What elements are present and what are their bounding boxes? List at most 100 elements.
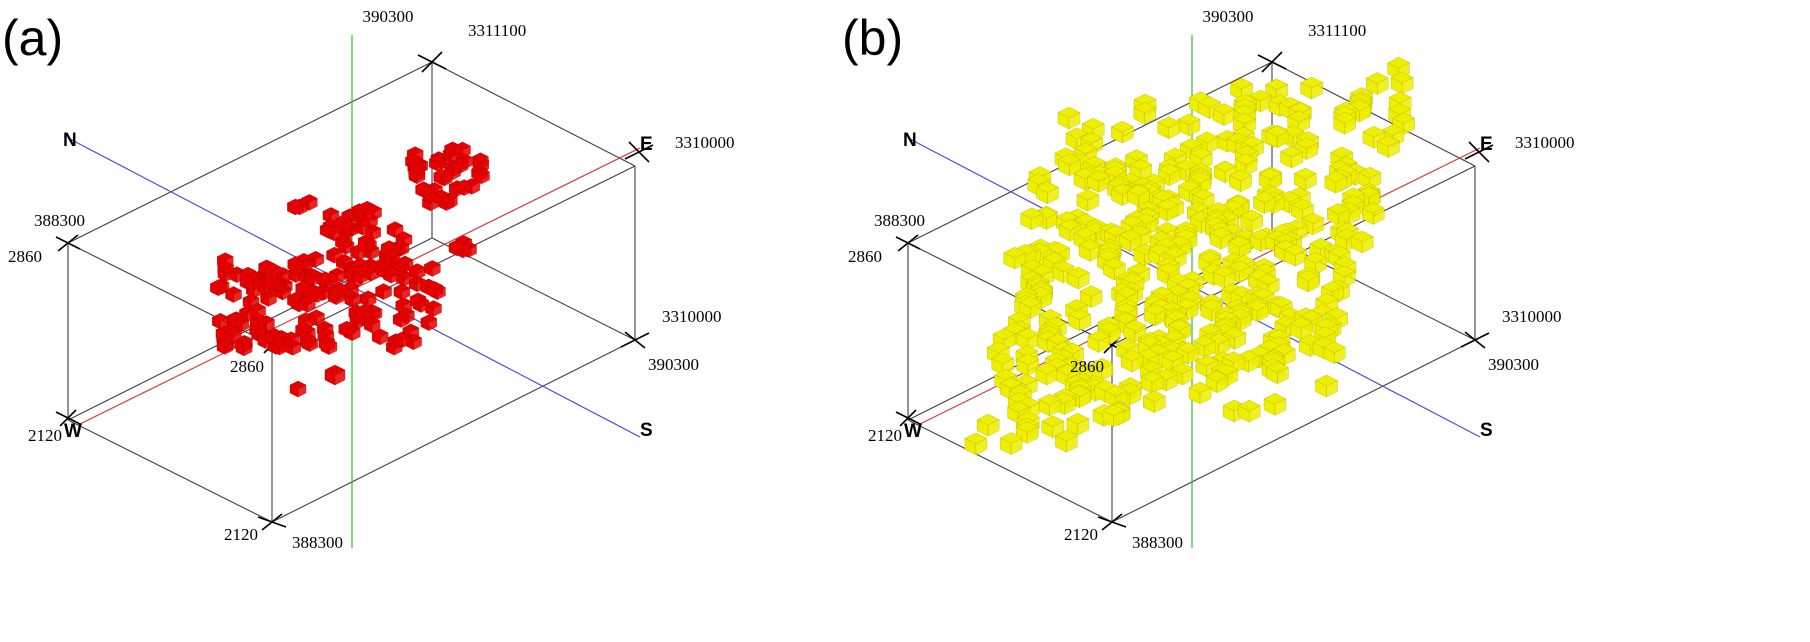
voxel-154 [322,218,340,236]
direction-north: N [63,130,77,151]
voxel-410 [1102,404,1126,428]
voxel-404 [1237,399,1261,423]
tick-label-center-z: 2860 [1070,357,1104,376]
tick-label-left-z-bottom: 2120 [28,426,62,445]
voxel-231 [1296,269,1320,293]
tick-label-top-x: 390300 [1203,7,1254,26]
corner-marker-b [1261,51,1283,73]
box-edge [67,61,433,244]
voxel-105 [298,296,316,313]
panel-label-b: (b) [842,10,903,66]
voxel-67 [295,280,313,297]
corner-marker-b [1464,331,1486,349]
voxel-305 [1123,319,1147,343]
box-edge [67,419,273,523]
voxel-40 [395,270,413,287]
voxel-179 [1350,230,1374,254]
voxel-152 [352,267,370,285]
voxel-33 [1177,113,1201,137]
voxel-30 [1333,112,1357,135]
voxel-157 [328,267,346,285]
voxel-118 [217,265,235,282]
tick-label-left-z-bottom: 2120 [868,426,902,445]
voxel-187 [455,179,473,196]
voxel-61 [356,303,374,321]
box-edge [907,419,1113,523]
corner-marker-b [624,331,646,349]
voxel-336 [1322,341,1346,365]
voxel-74 [1213,160,1237,184]
box-edge [271,339,636,523]
voxel-93 [1324,171,1348,194]
voxel-417 [1054,430,1078,453]
voxel-24 [1212,103,1236,126]
voxel-189 [408,164,426,182]
box-edge [431,61,636,167]
corner-marker-b [57,234,79,252]
voxel-412 [1066,412,1090,436]
voxel-84 [392,311,410,328]
voxel-78 [338,320,356,338]
voxel-153 [365,204,383,221]
voxel-91 [409,292,427,310]
voxel-28 [1057,106,1081,130]
voxel-133 [1361,202,1385,225]
voxel-83 [309,286,326,303]
voxel-79 [295,253,313,270]
tick-label-right-y-top: 3310000 [675,133,735,152]
voxel-116 [1076,189,1100,212]
voxel-54 [234,336,252,353]
corner-marker-b [1468,141,1490,163]
direction-east: E [1480,134,1493,155]
voxel-114 [249,302,267,320]
tick-label-top-y: 3311100 [468,21,526,40]
voxel-34 [1157,116,1181,140]
voxel-413 [976,413,1000,437]
voxel-iso [289,380,307,398]
tick-label-top-y: 3311100 [1308,21,1366,40]
corner-marker-b [628,141,650,163]
voxel-401 [1038,393,1061,417]
corner-marker-b [261,513,283,531]
tick-label-right-y-bottom: 3310000 [1502,307,1562,326]
voxel-74 [393,283,411,301]
voxel-82 [363,316,381,334]
voxel-287 [1068,308,1092,332]
voxel-119 [228,311,245,328]
voxel-142 [1240,209,1264,233]
voxel-321 [1087,330,1111,353]
voxel-140 [335,214,353,231]
voxel-75 [308,309,325,327]
voxel-126 [326,246,343,264]
direction-east: E [640,134,653,155]
panel-b: 3903003311100331000038830028603310000390… [842,7,1575,552]
tick-label-right-x-bottom: 390300 [648,355,699,374]
voxel-70 [225,327,242,344]
panel-a: 3903003311100331000038830028603310000390… [2,7,735,552]
corner-marker-b [1101,513,1123,531]
voxel-147 [334,233,352,251]
voxel-87 [1293,167,1317,191]
box-edge [271,165,636,346]
voxel-202 [263,274,281,291]
voxel-200 [264,263,282,280]
corner-marker-b [421,51,443,73]
voxel-104 [211,313,229,330]
tick-label-right-y-bottom: 3310000 [662,307,722,326]
direction-north: N [903,130,917,151]
voxel-66 [425,300,442,317]
voxel-390 [1188,381,1212,405]
voxel-418 [999,432,1023,455]
box-edge [1111,339,1476,523]
voxel-41 [1265,125,1289,149]
voxel-96 [330,281,348,299]
voxel-50 [1376,135,1400,158]
voxel-414 [1041,415,1065,439]
voxel-iso [324,364,346,386]
voxel-377 [1140,371,1164,394]
voxel-376 [1205,370,1229,394]
tick-label-left-x-top: 388300 [34,211,85,230]
voxel-150 [354,203,372,221]
tick-label-top-x: 390300 [363,7,414,26]
voxel-155 [350,244,368,261]
